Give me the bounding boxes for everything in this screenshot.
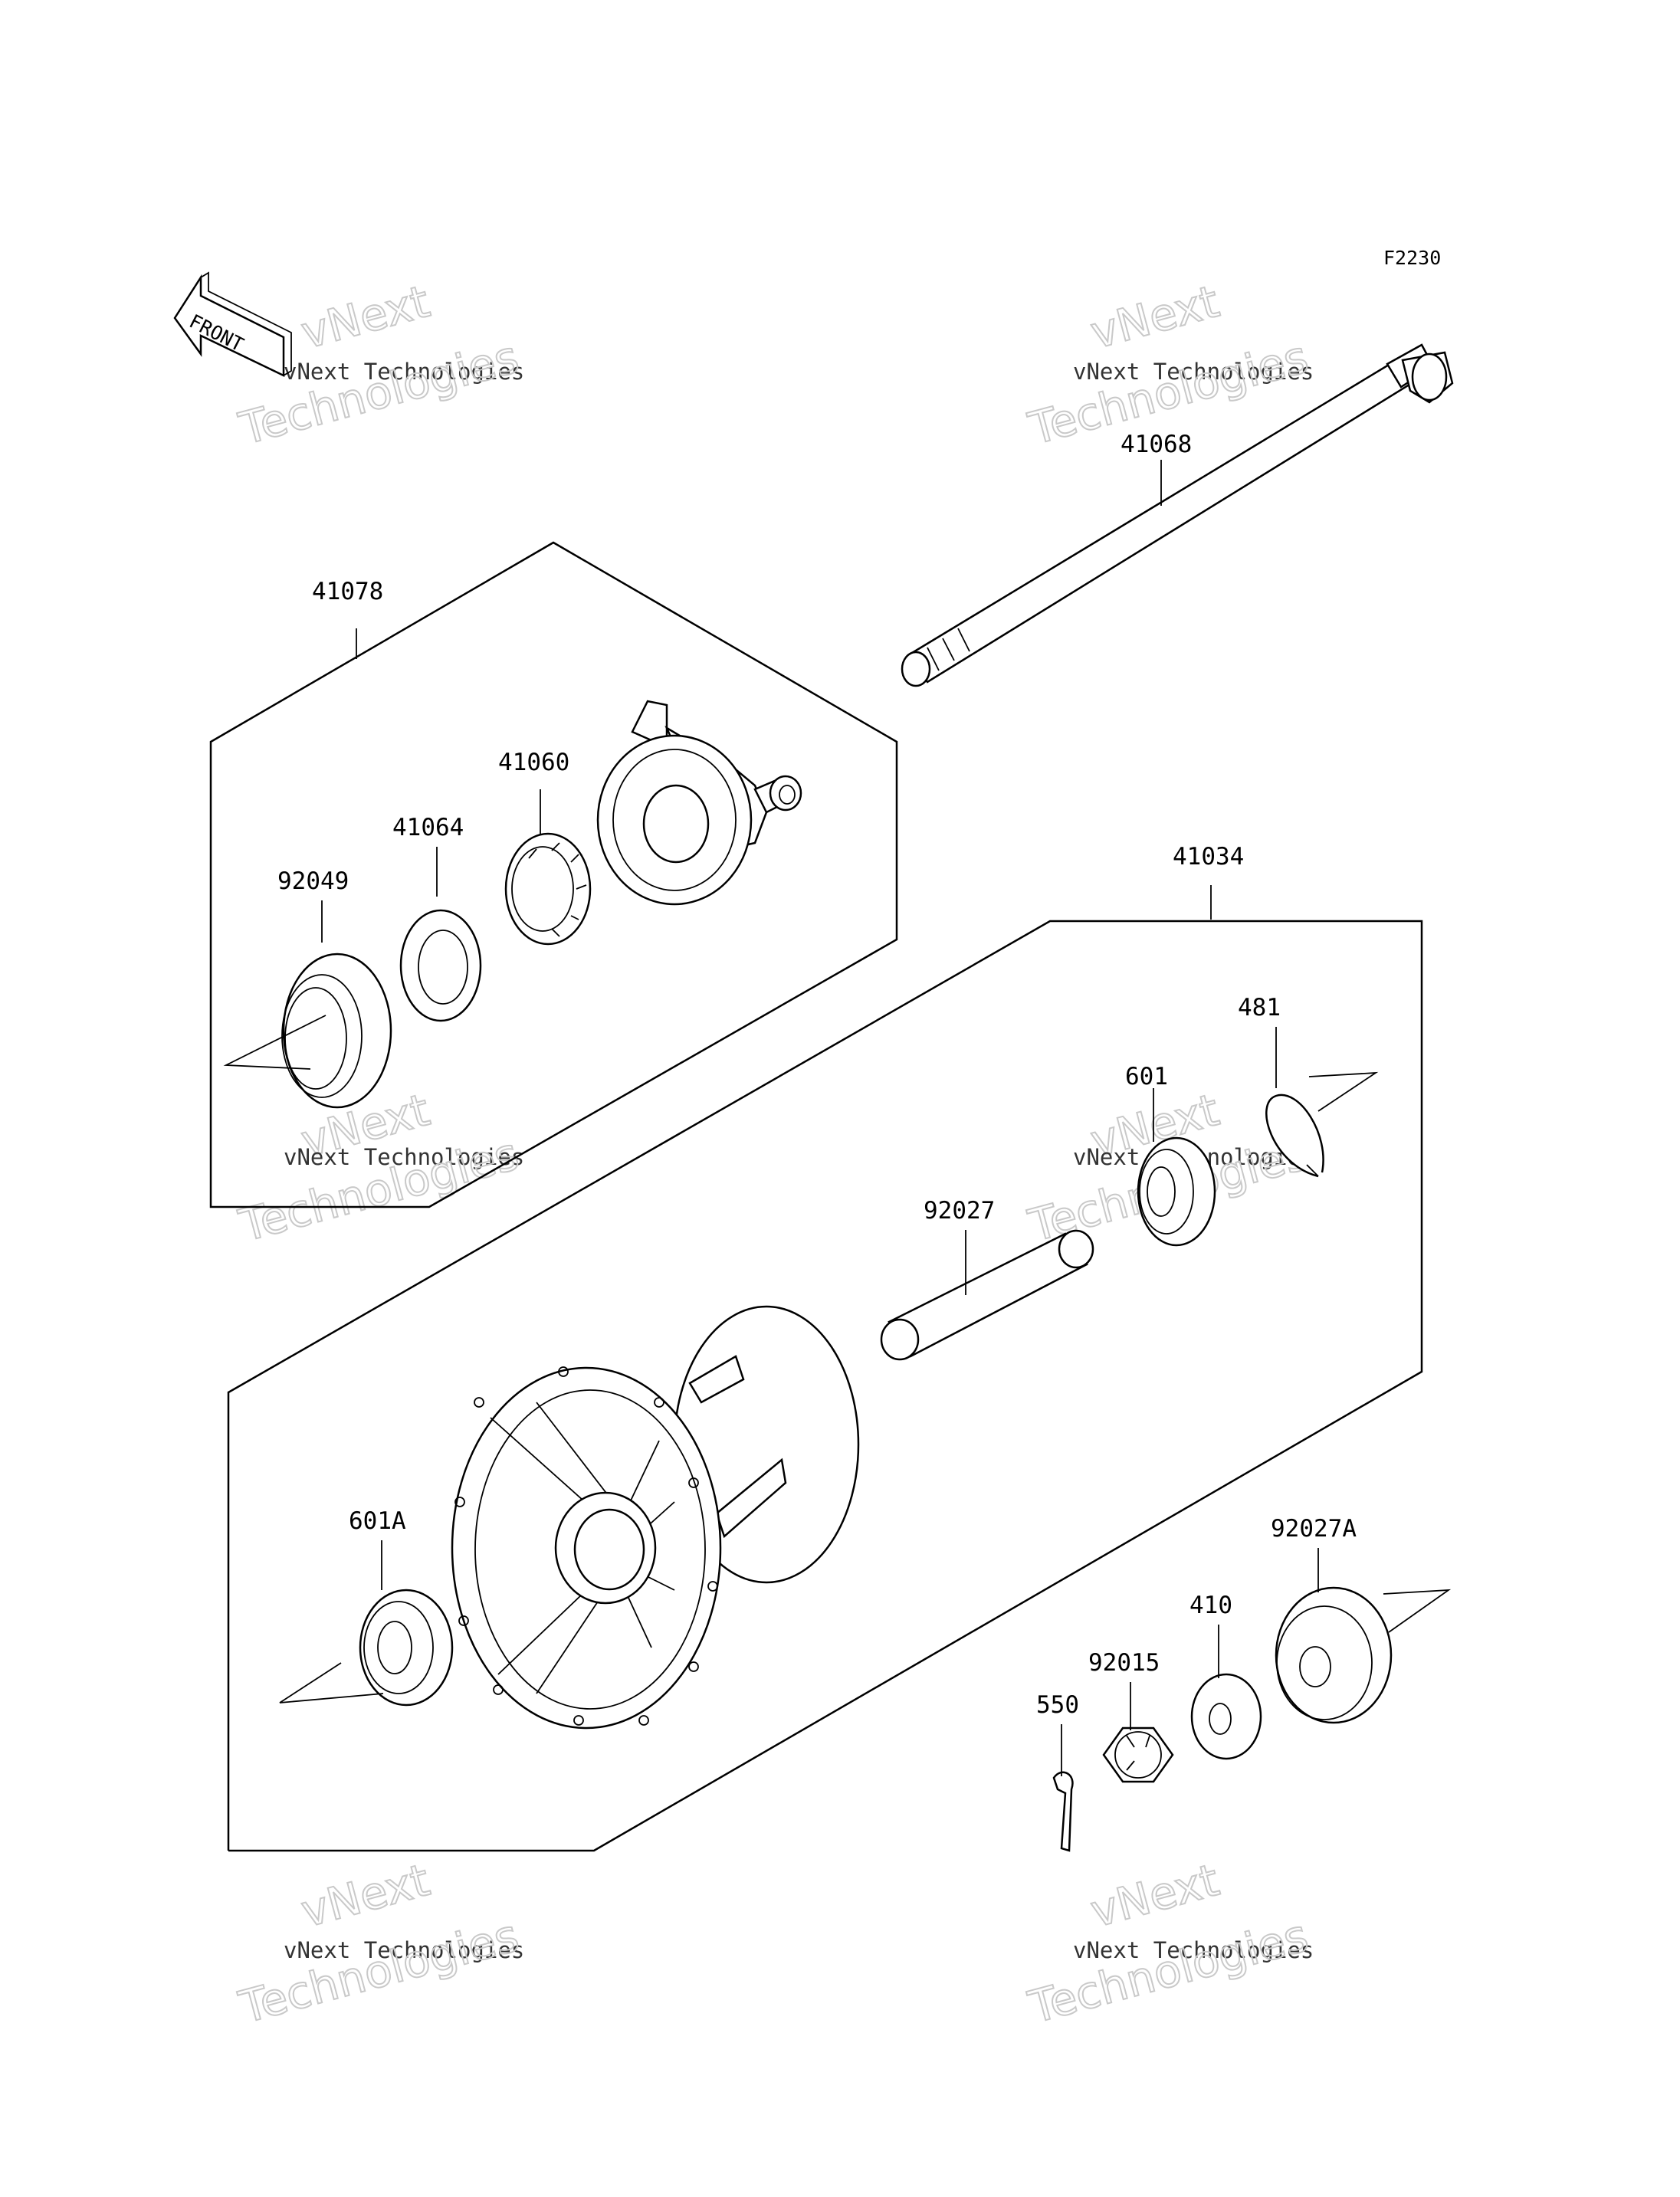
gear-41060 (504, 832, 592, 946)
watermark-top-left: vNext vNext Technologies Technologies (233, 274, 524, 456)
front-label: FRONT (185, 310, 247, 356)
diagram-code: F2230 (1383, 247, 1441, 269)
bearing-601 (1137, 1136, 1216, 1247)
label-41078: 41078 (312, 578, 383, 605)
label-601: 601 (1125, 1063, 1168, 1090)
watermark-top-right: vNext vNext Technologies Technologies (1022, 274, 1314, 456)
label-41064: 41064 (392, 814, 464, 841)
wheel-hub-41034 (451, 1305, 860, 1730)
label-92027a: 92027A (1271, 1515, 1357, 1543)
svg-text:vNext Technologies: vNext Technologies (1073, 1937, 1314, 1963)
svg-text:vNext Technologies: vNext Technologies (284, 1937, 524, 1963)
leader-92027a-arrow (1383, 1589, 1452, 1633)
leader-601a-arrow (279, 1662, 384, 1703)
label-92049: 92049 (277, 867, 349, 895)
watermark-middle-left: vNext vNext Technologies Technologies (233, 1083, 524, 1253)
hub-outline (227, 885, 1423, 1852)
spacer-92027 (880, 1229, 1094, 1361)
washer-410 (1190, 1673, 1262, 1760)
label-41060: 41060 (498, 749, 569, 776)
svg-text:vNext Technologies: vNext Technologies (284, 359, 524, 385)
watermark-bottom-right: vNext vNext Technologies Technologies (1022, 1853, 1314, 2035)
gear-housing-assy-outline (209, 541, 898, 1208)
front-arrow-icon: FRONT (173, 271, 292, 377)
leader-92049-arrow (223, 1015, 326, 1070)
svg-text:Technologies: Technologies (1023, 1909, 1313, 2033)
label-550: 550 (1036, 1691, 1079, 1719)
label-92015: 92015 (1088, 1649, 1160, 1677)
bearing-601a (359, 1589, 454, 1707)
svg-text:Technologies: Technologies (234, 330, 523, 454)
label-481: 481 (1238, 994, 1281, 1021)
oil-seal-92049 (281, 953, 392, 1109)
svg-text:Technologies: Technologies (234, 1909, 523, 2033)
svg-text:vNext: vNext (296, 275, 435, 359)
label-410: 410 (1189, 1592, 1232, 1619)
washer-plate-41064 (399, 909, 482, 1022)
label-41068: 41068 (1121, 431, 1192, 458)
axle-41068 (901, 343, 1454, 687)
cotter-pin-550 (1052, 1771, 1074, 1852)
collar-92027a (1275, 1586, 1393, 1724)
label-41034: 41034 (1173, 843, 1244, 871)
label-601a: 601A (349, 1507, 406, 1535)
svg-text:vNext Technologies: vNext Technologies (284, 1144, 524, 1170)
castle-nut-92015 (1102, 1726, 1174, 1783)
circlip-481 (1265, 1094, 1324, 1178)
leader-481-arrow (1308, 1071, 1379, 1112)
gear-housing (596, 700, 802, 906)
svg-text:vNext Technologies: vNext Technologies (1073, 359, 1314, 385)
label-92027: 92027 (924, 1197, 995, 1225)
watermark-bottom-left: vNext vNext Technologies Technologies (233, 1853, 524, 2035)
svg-text:vNext: vNext (1085, 275, 1224, 359)
svg-text:vNext: vNext (1085, 1854, 1224, 1938)
svg-text:vNext: vNext (296, 1854, 435, 1938)
